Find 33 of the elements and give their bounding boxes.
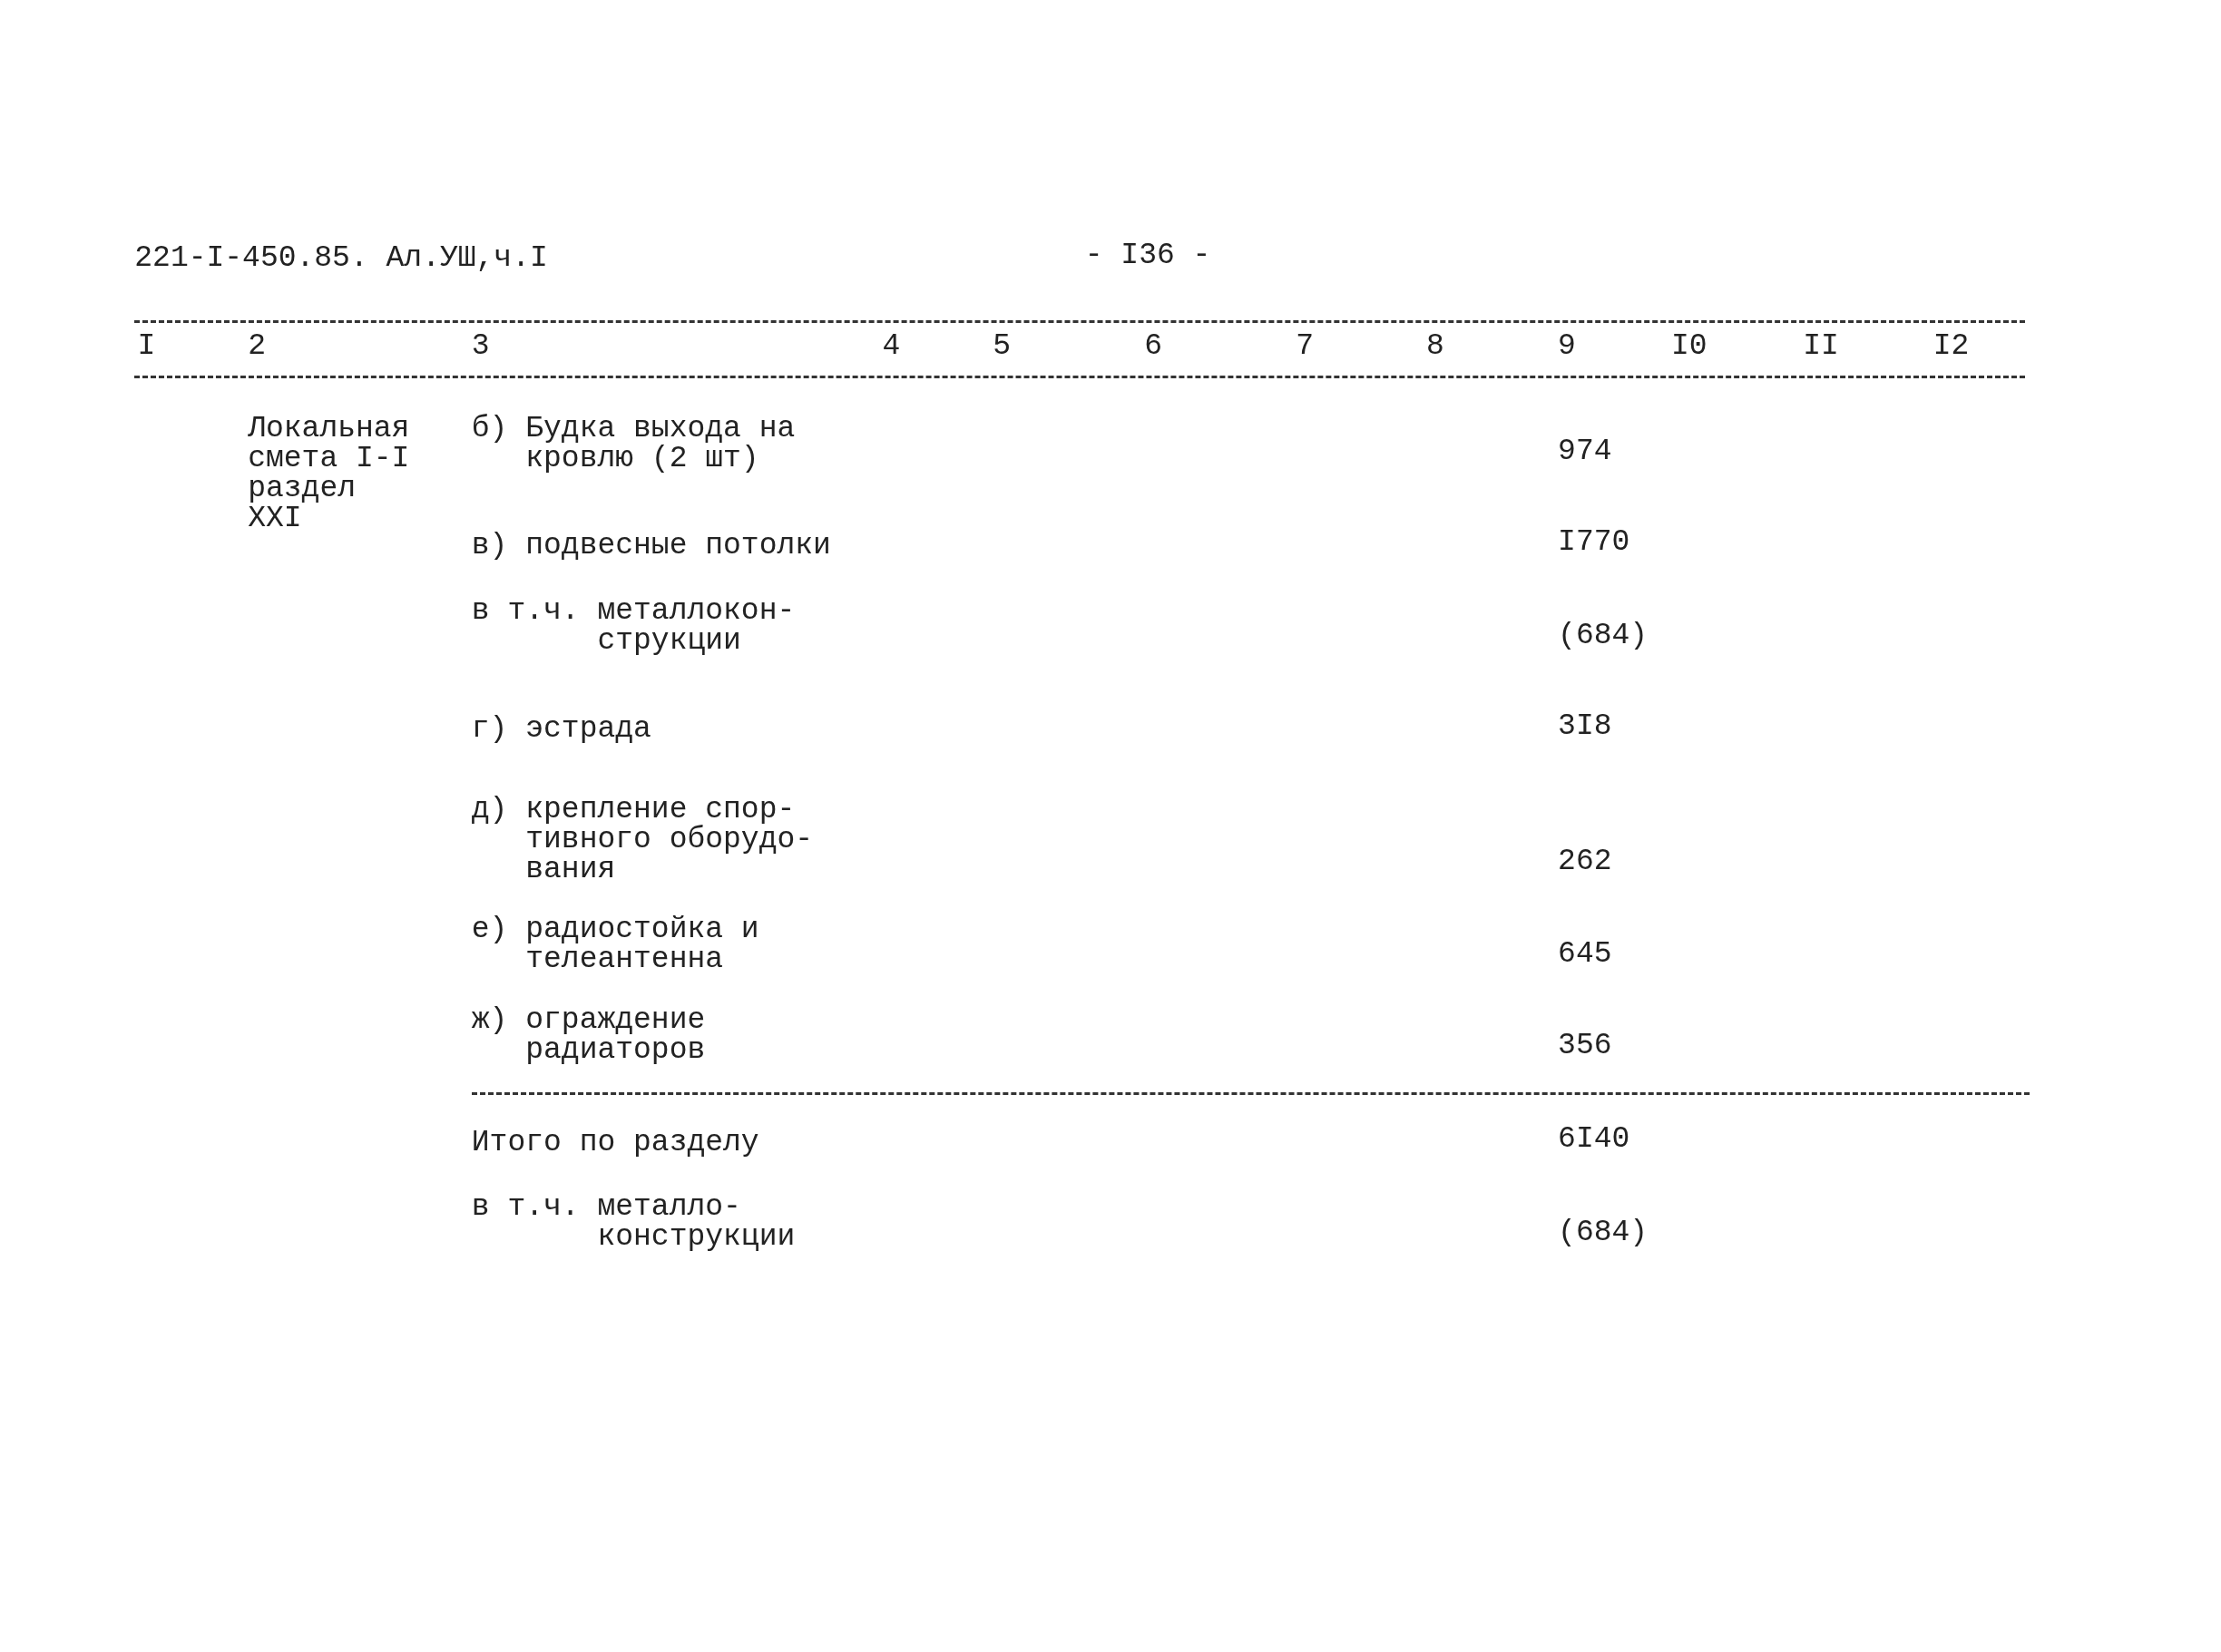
cost-value: 356 (1558, 1031, 1612, 1061)
column-number: 5 (993, 331, 1012, 362)
cost-value: 3I8 (1558, 710, 1612, 741)
column-number: 8 (1425, 331, 1444, 362)
column-number: 3 (471, 331, 490, 362)
item-description: в т.ч. металло- конструкции (471, 1192, 797, 1253)
item-description: ж) ограждение радиаторов (471, 1005, 707, 1066)
cost-value: 6I40 (1558, 1124, 1630, 1155)
column-number: I (137, 331, 156, 362)
column-number: 2 (248, 331, 266, 362)
column-number: 9 (1558, 331, 1576, 362)
item-description: Итого по разделу (471, 1127, 759, 1158)
column-number: 4 (882, 331, 901, 362)
column-number: I2 (1932, 331, 1970, 362)
column-number: 6 (1144, 331, 1163, 362)
section-reference: Локальная смета I-I раздел XXI (248, 413, 410, 533)
item-description: в) подвесные потолки (471, 531, 831, 562)
column-number: II (1803, 331, 1839, 362)
page-header: 221-I-450.85. Ал.УШ,ч.I (134, 243, 548, 274)
item-description: г) эстрада (471, 713, 651, 744)
cost-value: 262 (1558, 846, 1612, 877)
item-description: в т.ч. металлокон- струкции (471, 596, 797, 657)
page-number: - I36 - (1084, 240, 1211, 271)
cost-value: 974 (1558, 435, 1612, 466)
item-description: б) Будка выхода на кровлю (2 шт) (471, 413, 797, 474)
cost-value: I770 (1558, 526, 1630, 557)
column-number: I0 (1670, 331, 1707, 362)
cost-value: (684) (1558, 1217, 1649, 1248)
cost-value: 645 (1558, 938, 1612, 969)
item-description: д) крепление спор- тивного оборудо- вания (471, 794, 815, 885)
column-number: 7 (1296, 331, 1315, 362)
item-description: е) радиостойка и телеантенна (471, 914, 760, 975)
cost-value: (684) (1558, 620, 1649, 650)
